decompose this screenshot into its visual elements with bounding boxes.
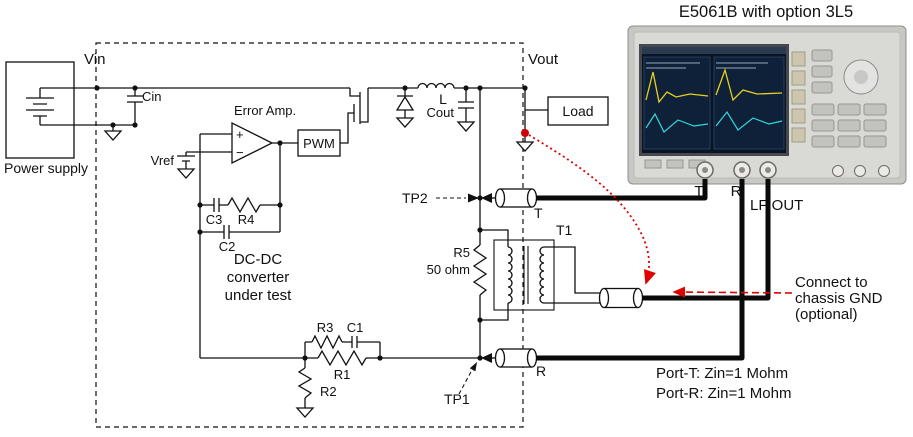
c1-label: C1 — [347, 320, 364, 335]
chassis-gnd-note-line2: chassis GND — [795, 290, 883, 307]
softkey-buttons — [791, 51, 806, 143]
screen-trace-yellow — [645, 71, 709, 104]
r5-value-label: 50 ohm — [427, 262, 470, 277]
junction-dots — [94, 85, 528, 361]
chassis-gnd-note-line3: (optional) — [795, 306, 858, 323]
ground-symbol — [456, 121, 476, 132]
probe-tip-arrow — [481, 193, 492, 203]
catch-diode — [395, 88, 415, 128]
front-panel-buttons — [644, 49, 887, 169]
measurement-column: R5 50 ohm — [427, 88, 488, 358]
probe-tip-arrow — [481, 353, 492, 363]
network-analyzer — [627, 25, 907, 185]
r5-resistor — [472, 244, 488, 296]
tp1-label: TP1 — [444, 391, 470, 407]
c3-label: C3 — [206, 212, 223, 227]
analyzer-title: E5061B with option 3L5 — [679, 3, 853, 21]
ground-symbol — [103, 130, 123, 141]
vout-label: Vout — [528, 51, 559, 68]
power-supply-label: Power supply — [4, 160, 88, 176]
cin-capacitor: Cin — [127, 88, 162, 125]
port-t-label: T — [694, 183, 703, 200]
r4-resistor — [227, 196, 261, 214]
vout-net: Load — [515, 88, 609, 152]
port-r-spec: Port-R: Zin=1 Mohm — [656, 385, 791, 402]
c2-label: C2 — [219, 239, 236, 254]
chassis-gnd-note-line1: Connect to — [795, 274, 868, 291]
ground-symbol — [395, 117, 415, 128]
cin-label: Cin — [142, 89, 162, 104]
t1-label: T1 — [556, 222, 573, 238]
dut-caption-line3: under test — [225, 287, 293, 304]
port-t-spec: Port-T: Zin=1 Mohm — [656, 365, 788, 382]
port-connectors — [696, 161, 890, 179]
compensation-network: C3 R4 C2 — [200, 143, 281, 254]
vref-label: Vref — [151, 153, 175, 168]
dut-caption-line1: DC-DC — [234, 251, 282, 268]
red-ground-link-curve — [528, 134, 656, 285]
dut-caption-line2: converter — [227, 269, 290, 286]
mosfet-switch — [349, 88, 369, 124]
analyzer-cable-lfout — [642, 179, 771, 301]
red-annotations: T R LF OUT Connect to chassis GND (optio… — [528, 134, 883, 323]
lf-out-label: LF OUT — [750, 197, 803, 214]
r5-label: R5 — [453, 245, 470, 260]
port-r-label: R — [731, 183, 742, 200]
plus-input-label: + — [236, 127, 244, 142]
r3-label: R3 — [317, 320, 334, 335]
inductor-label: L — [439, 91, 447, 107]
analyzer-cable-t — [536, 179, 708, 201]
ground-symbol — [295, 407, 315, 418]
rotary-knob-center — [854, 70, 868, 84]
error-amplifier: + − Error Amp. — [200, 103, 298, 165]
cout-label: Cout — [427, 105, 455, 120]
r1-resistor — [317, 349, 367, 367]
r2-resistor — [297, 367, 313, 399]
r1-label: R1 — [334, 367, 351, 382]
dut-caption: DC-DC converter under test — [225, 251, 293, 304]
tp2-probe: T — [481, 188, 543, 221]
probe-r-label: R — [536, 363, 546, 379]
r4-label: R4 — [238, 212, 255, 227]
r2-label: R2 — [320, 384, 337, 399]
load-block — [547, 96, 609, 126]
t1-coax-connector — [598, 287, 644, 309]
load-label: Load — [562, 103, 593, 119]
tp1-probe: R — [481, 348, 546, 379]
vref-source: Vref — [151, 151, 232, 179]
chassis-gnd-arrow — [672, 286, 793, 298]
cout-capacitor: Cout — [427, 88, 476, 132]
output-inductor: L — [417, 82, 455, 107]
pwm-block: PWM — [297, 112, 354, 157]
screen-trace-cyan — [715, 110, 783, 131]
feedback-network: R1 R3 C1 R2 — [199, 134, 480, 418]
power-supply: Power supply — [4, 61, 88, 176]
t1-transformer: T1 — [480, 222, 602, 321]
ground-symbol — [176, 168, 196, 179]
tp2-label: TP2 — [402, 190, 428, 206]
vin-label: Vin — [84, 51, 105, 68]
ground-symbol — [515, 141, 535, 152]
chassis-gnd-point — [521, 129, 529, 137]
tp1-pointer: TP1 — [444, 362, 477, 407]
screen-trace-cyan — [645, 112, 709, 133]
screen-trace-yellow — [715, 67, 783, 102]
tp2-pointer: TP2 — [402, 190, 479, 206]
r3-resistor — [311, 334, 343, 350]
pwm-label: PWM — [303, 136, 335, 151]
error-amp-label: Error Amp. — [234, 103, 296, 118]
probe-t-label: T — [534, 205, 543, 221]
minus-input-label: − — [236, 145, 244, 160]
analyzer-cable-r — [536, 179, 745, 361]
